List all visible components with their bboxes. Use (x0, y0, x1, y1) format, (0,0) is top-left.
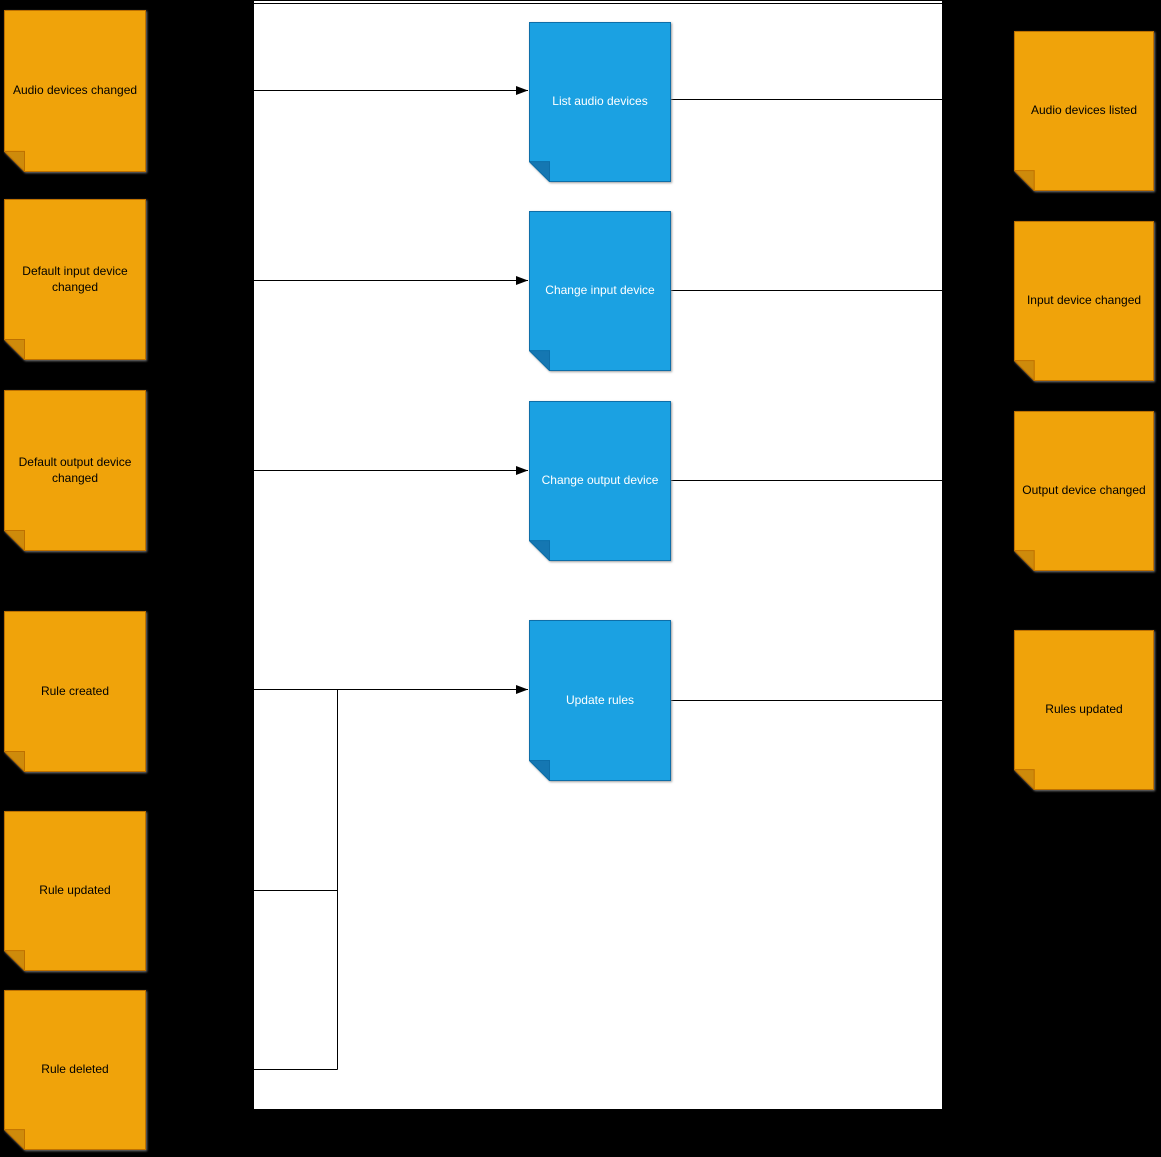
note-output-device-changed[interactable]: Output device changed (1014, 411, 1154, 571)
note-icon (4, 990, 146, 1150)
note-rule-deleted[interactable]: Rule deleted (4, 990, 146, 1150)
action-change-input-device[interactable]: Change input device (529, 211, 671, 371)
action-label: List audio devices (552, 94, 648, 109)
note-audio-devices-listed[interactable]: Audio devices listed (1014, 31, 1154, 191)
note-label: Rule deleted (41, 1062, 109, 1077)
note-rules-updated[interactable]: Rules updated (1014, 630, 1154, 790)
note-label: Rule created (40, 683, 110, 698)
note-label: Default output device changed (18, 454, 132, 485)
action-update-rules[interactable]: Update rules (529, 620, 671, 781)
action-label: Change input device (545, 283, 655, 298)
action-label: Change output device (541, 473, 659, 488)
note-rule-created[interactable]: Rule created (4, 611, 146, 772)
note-icon (1014, 630, 1154, 790)
note-label: Input device changed (1026, 293, 1142, 308)
note-icon (4, 390, 146, 551)
note-label: Default input device changed (22, 263, 128, 294)
note-label: Audio devices listed (1030, 103, 1138, 118)
note-label: Audio devices changed (12, 83, 138, 98)
action-change-output-device[interactable]: Change output device (529, 401, 671, 561)
note-default-input-device-changed[interactable]: Default input device changed (4, 199, 146, 360)
note-label: Rules updated (1045, 702, 1123, 717)
note-icon (4, 10, 146, 172)
note-label: Rule updated (39, 883, 111, 898)
note-label: Output device changed (1022, 483, 1146, 498)
note-icon (529, 401, 671, 561)
note-icon (4, 611, 146, 772)
action-list-audio-devices[interactable]: List audio devices (529, 22, 671, 182)
note-icon (1014, 31, 1154, 191)
note-icon (529, 211, 671, 371)
note-icon (529, 22, 671, 182)
note-icon (1014, 411, 1154, 571)
note-audio-devices-changed[interactable]: Audio devices changed (4, 10, 146, 172)
note-rule-updated[interactable]: Rule updated (4, 811, 146, 971)
note-input-device-changed[interactable]: Input device changed (1014, 221, 1154, 381)
note-icon (4, 199, 146, 360)
note-icon (1014, 221, 1154, 381)
note-icon (4, 811, 146, 971)
action-label: Update rules (565, 692, 635, 707)
note-default-output-device-changed[interactable]: Default output device changed (4, 390, 146, 551)
note-icon (529, 620, 671, 781)
